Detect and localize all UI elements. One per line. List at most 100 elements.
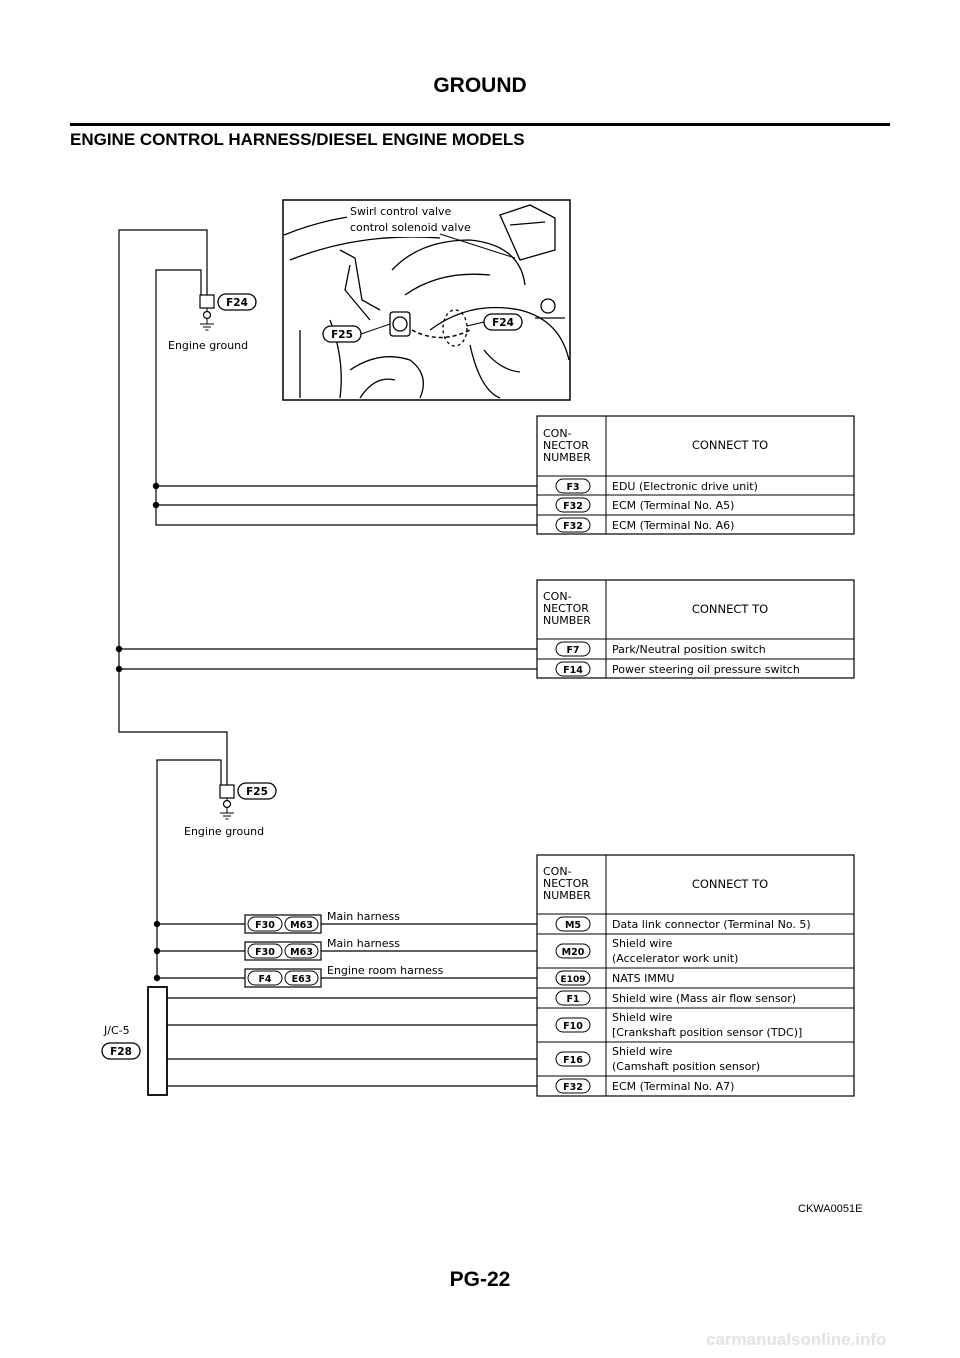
watermark: carmanualsonline.info (706, 1330, 887, 1349)
caption-leader (439, 233, 516, 259)
table-header-line1: CON- (543, 427, 572, 440)
connector-pill (555, 1051, 591, 1067)
connector-pill (555, 661, 591, 677)
row-connector: F32 (563, 521, 583, 532)
connector-pill-f24 (217, 293, 257, 311)
splice-dot (153, 947, 161, 955)
connector-pill (555, 943, 591, 959)
wire-f25-branch (156, 759, 222, 978)
ground-connector-box (199, 294, 215, 309)
row-description: Power steering oil pressure switch (612, 663, 800, 676)
solenoid-photo: Swirl control valve control solenoid val… (282, 199, 571, 401)
ground-terminal (222, 799, 232, 809)
header-rule (70, 123, 890, 126)
harness-to-pill (284, 916, 319, 932)
row-description: Shield wire (612, 1011, 673, 1024)
connector-table-3: CON- NECTOR NUMBER CONNECT TO M5 Data li… (536, 854, 855, 1097)
table-frame (536, 415, 855, 535)
row-description: NATS IMMU (612, 972, 674, 985)
ground-connector-box (219, 784, 235, 799)
junction-connector-f28: F28 (110, 1046, 132, 1058)
row-connector: M20 (562, 947, 585, 958)
harness-from-connector: F4 (258, 974, 271, 985)
table-header-line3: NUMBER (543, 889, 591, 902)
ground-terminal (202, 310, 212, 320)
page-header-title: GROUND (433, 74, 527, 97)
row-description: Shield wire (Mass air flow sensor) (612, 992, 796, 1005)
row-description: (Camshaft position sensor) (612, 1060, 760, 1073)
wire-paths (118, 229, 537, 1087)
row-description: [Crankshaft position sensor (TDC)] (612, 1026, 802, 1039)
row-description: (Accelerator work unit) (612, 952, 738, 965)
splice-dot (115, 665, 123, 673)
f25-leader (360, 323, 391, 335)
junction-name: J/C-5 (103, 1024, 130, 1037)
table-header-line1: CON- (543, 865, 572, 878)
harness-pair: F4 E63 Engine room harness (244, 964, 444, 988)
splice-dot (152, 482, 160, 490)
page-number: PG-22 (449, 1268, 511, 1291)
connector-pill (555, 970, 591, 986)
photo-connector-f25: F25 (331, 329, 353, 341)
connector-table-1: CON- NECTOR NUMBER CONNECT TO F3 EDU (El… (536, 415, 855, 535)
row-description: Data link connector (Terminal No. 5) (612, 918, 811, 931)
harness-pair: F30 M63 Main harness (244, 910, 400, 934)
table-header-connect-to: CONNECT TO (692, 877, 768, 891)
junction-block (147, 986, 168, 1096)
splice-dots (115, 482, 161, 982)
f24-leader (466, 321, 485, 327)
table-header-line3: NUMBER (543, 451, 591, 464)
ground-label-f25: Engine ground (184, 825, 264, 838)
row-description: ECM (Terminal No. A7) (612, 1080, 734, 1093)
row-connector: F10 (563, 1021, 583, 1032)
wire-f24-branch (155, 269, 537, 526)
splice-dot (153, 974, 161, 982)
splice-dot (152, 501, 160, 509)
harness-to-connector: M63 (290, 947, 313, 958)
row-connector: F3 (566, 482, 579, 493)
table-header-connect-to: CONNECT TO (692, 602, 768, 616)
harness-to-connector: E63 (292, 974, 312, 985)
ground-connector-f25: F25 (246, 786, 268, 798)
table-header-line3: NUMBER (543, 614, 591, 627)
table-header-line2: NECTOR (543, 602, 589, 615)
connector-pill (555, 497, 591, 513)
f24-dashed-ring (442, 309, 468, 347)
f24-dashed-outline (411, 329, 471, 339)
harness-to-pill (284, 943, 319, 959)
photo-connector-f24: F24 (492, 317, 514, 329)
photo-caption-line2: control solenoid valve (350, 221, 471, 234)
connector-pill (555, 1078, 591, 1094)
table-header-line2: NECTOR (543, 439, 589, 452)
harness-from-connector: F30 (255, 920, 275, 931)
harness-from-pill (247, 943, 283, 959)
row-connector: F7 (566, 645, 579, 656)
wire-f24-trunk (118, 229, 228, 785)
figure-code: CKWA0051E (798, 1203, 863, 1215)
splice-dot (153, 920, 161, 928)
harness-to-pill (284, 970, 319, 986)
connector-pill (555, 990, 591, 1006)
row-description: Shield wire (612, 1045, 673, 1058)
photo-caption-line1: Swirl control valve (350, 205, 452, 218)
splice-dot (115, 645, 123, 653)
row-connector: F32 (563, 1082, 583, 1093)
harness-from-connector: F30 (255, 947, 275, 958)
table-header-line2: NECTOR (543, 877, 589, 890)
ground-label-f24: Engine ground (168, 339, 248, 352)
connector-pill (555, 517, 591, 533)
connector-pill (555, 1017, 591, 1033)
row-description: Shield wire (612, 937, 673, 950)
row-description: ECM (Terminal No. A6) (612, 519, 734, 532)
harness-from-pill (247, 916, 283, 932)
junction-connector: J/C-5 F28 (101, 986, 168, 1096)
row-description: Park/Neutral position switch (612, 643, 766, 656)
connector-pill (555, 641, 591, 657)
row-connector: F14 (563, 665, 583, 676)
connector-pill-f25 (237, 782, 277, 800)
ground-f25: F25 Engine ground (184, 782, 277, 838)
harness-pair: F30 M63 Main harness (244, 937, 400, 961)
table-header-line1: CON- (543, 590, 572, 603)
connector-table-2: CON- NECTOR NUMBER CONNECT TO F7 Park/Ne… (536, 579, 855, 679)
